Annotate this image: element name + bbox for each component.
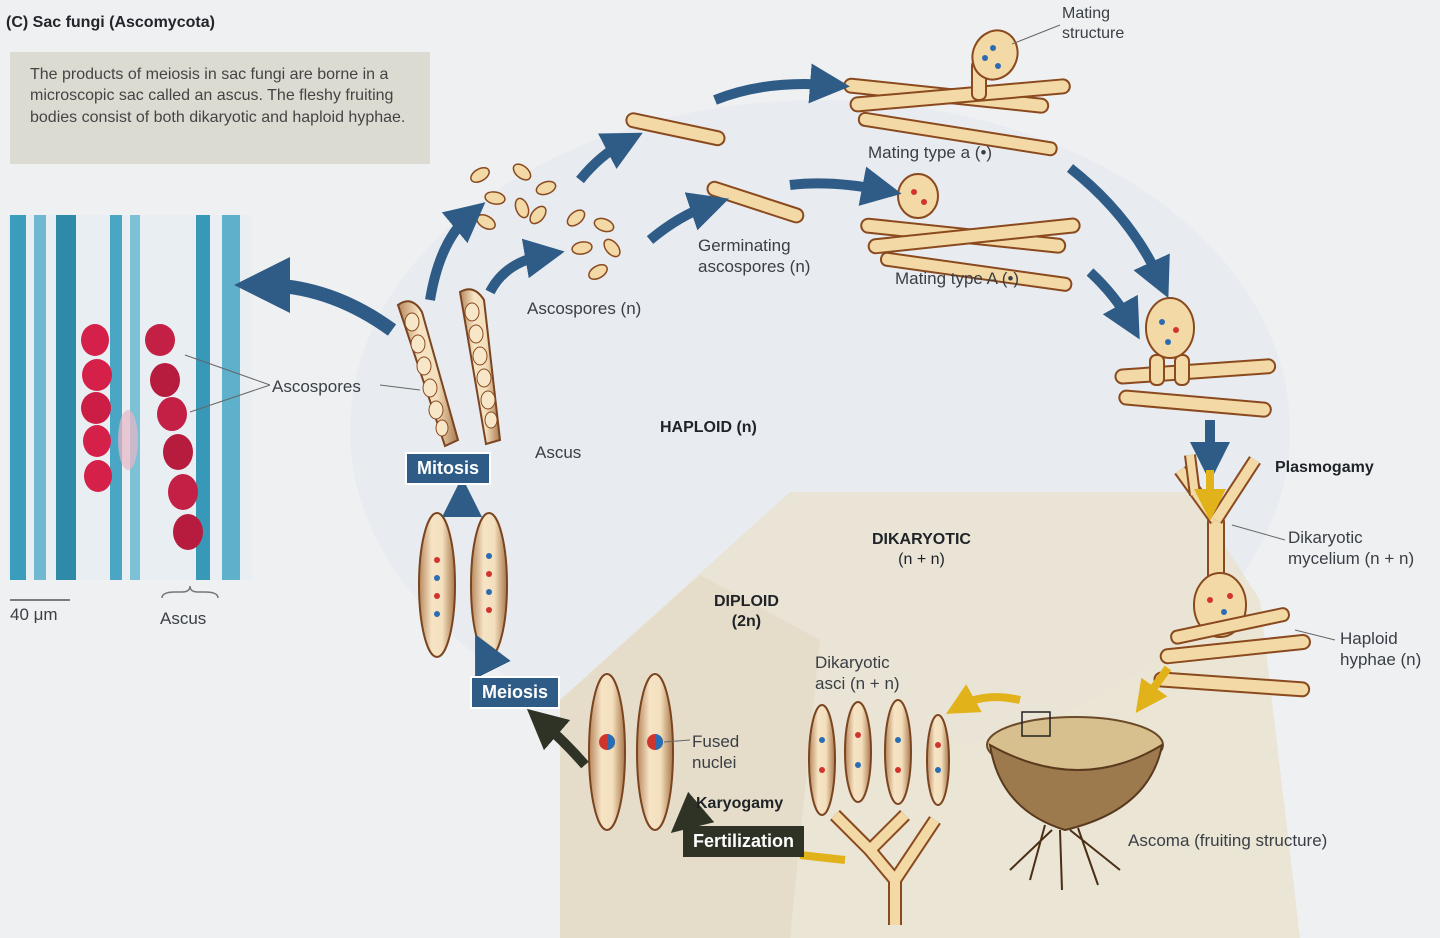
- haploid-hyphae-label: Haploid hyphae (n): [1340, 628, 1421, 671]
- cycle-arrows-yellow: [799, 470, 1226, 864]
- mitosis-box: Mitosis: [405, 452, 492, 485]
- micrograph-ascus-label: Ascus: [160, 609, 207, 628]
- arrow-to-micrograph: [234, 257, 397, 336]
- ascus-label: Ascus: [535, 443, 582, 462]
- diploid-line-1: DIPLOID: [714, 593, 779, 610]
- fused-nuclei-pointer: [663, 739, 691, 743]
- nuclei-dots: [434, 45, 1233, 773]
- diploid-phase-label: DIPLOID (2n): [714, 592, 779, 632]
- mating-structure-line-2: structure: [1062, 25, 1125, 42]
- dikaryotic-asci: [808, 699, 950, 816]
- caption-text: The products of meiosis in sac fungi are…: [30, 66, 406, 126]
- ascospores-label: Ascospores: [272, 377, 361, 396]
- ascoma: [986, 711, 1164, 891]
- ascospores-pointer-1: [184, 354, 271, 386]
- figure-title: (C) Sac fungi (Ascomycota): [6, 14, 215, 31]
- dikaryotic-asci-line-2: asci (n + n): [815, 674, 900, 694]
- mating-type-a-hyphae: [843, 29, 1071, 157]
- dikaryotic-asci-line-1: Dikaryotic: [815, 653, 890, 672]
- mating-type-A-hyphae: [860, 173, 1081, 292]
- haploid-hyphae-line-2: hyphae (n): [1340, 650, 1422, 670]
- fertilization-box: Fertilization: [683, 826, 805, 857]
- mating-structure-pointer: [1011, 24, 1061, 45]
- karyogamy-label: Karyogamy: [696, 795, 784, 812]
- fused-nuclei-asci: [588, 673, 674, 831]
- ascus-brace: [161, 585, 219, 599]
- fused-nuclei-line-2: nuclei: [692, 753, 737, 773]
- fused-nuclei-label: Fused nuclei: [692, 731, 739, 774]
- mating-type-A-label: Mating type A (•): [895, 269, 1020, 288]
- dikaryotic-phase-label: DIKARYOTIC (n + n): [872, 530, 971, 570]
- dikaryotic-asci-label: Dikaryotic asci (n + n): [815, 652, 900, 695]
- cycle-arrows-dark: [526, 708, 715, 834]
- haploid-hyphae-line-1: Haploid: [1340, 629, 1398, 648]
- ascospores-pointer-3: [379, 384, 421, 391]
- germinating-line-2: ascospores (n): [698, 257, 811, 277]
- dikaryotic-mycelium-line-1: Dikaryotic: [1288, 528, 1363, 547]
- germinating-ascospores: [625, 112, 805, 224]
- mature-asci: [396, 288, 502, 448]
- dikaryotic-mycelium-pointer: [1231, 524, 1286, 541]
- dikaryotic-mycelium-label: Dikaryotic mycelium (n + n): [1288, 527, 1414, 570]
- dikaryotic-line-1: DIKARYOTIC: [872, 531, 971, 548]
- caption-box: The products of meiosis in sac fungi are…: [10, 52, 430, 164]
- germinating-line-1: Germinating: [698, 236, 791, 255]
- plasmogamy-structure: [1114, 297, 1277, 418]
- haploid-phase-label: HAPLOID (n): [660, 419, 757, 436]
- dikaryotic-mycelium: [1153, 454, 1311, 698]
- germinating-ascospores-label: Germinating ascospores (n): [698, 235, 810, 278]
- ascoma-label: Ascoma (fruiting structure): [1128, 831, 1328, 850]
- dikaryotic-line-2: (n + n): [898, 551, 945, 568]
- cycle-arrows-blue: [425, 63, 1230, 679]
- fused-nucleus-marks: [599, 734, 663, 750]
- meiosis-asci: [418, 512, 508, 658]
- mating-structure-line-1: Mating: [1062, 5, 1111, 22]
- diploid-line-2: (2n): [731, 613, 762, 630]
- fused-nuclei-line-1: Fused: [692, 732, 740, 751]
- micrograph-image: [8, 215, 252, 580]
- scale-bar-label: 40 μm: [10, 605, 58, 624]
- mating-structure-label: Mating structure: [1062, 4, 1124, 44]
- meiosis-box: Meiosis: [470, 676, 561, 709]
- ascospores-n-label: Ascospores (n): [527, 299, 642, 318]
- mating-type-a-label: Mating type a (•): [868, 143, 993, 162]
- dikaryotic-mycelium-line-2: mycelium (n + n): [1288, 549, 1415, 569]
- haploid-hyphae-pointer: [1294, 629, 1336, 641]
- ascospores-pointer-2: [189, 384, 271, 413]
- plasmogamy-label: Plasmogamy: [1275, 459, 1374, 476]
